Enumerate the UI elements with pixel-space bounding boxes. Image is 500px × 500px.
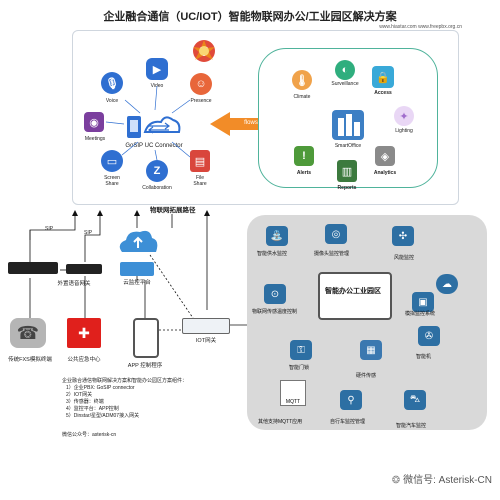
fxs-phone-label: 传统FXS模拟终端 [8,357,52,363]
car-icon: ⛍ [404,390,426,410]
cloud-monitor-icon [116,228,160,258]
reports-label: Reports [337,185,357,191]
page-title: 企业融合通信（UC/IOT）智能物联网办公/工业园区解决方案 [103,11,397,23]
gosip-label: GoSIP UC Connector [125,143,183,149]
presence-person-icon: ☺ [190,73,212,95]
video-camera-icon: ▶ [146,58,168,80]
cloud-icon: ☁ [436,274,458,294]
voice-label: Voice [105,98,119,104]
voice-gateway-label: 外置语音网关 [57,281,91,287]
hardware-sensor-icon: ▦ [360,340,382,360]
voice-gateway-icon [66,264,102,274]
mobile-app-icon [133,318,159,358]
access-label: Access [374,90,392,96]
wechat-watermark: ❂ 微信号: Asterisk-CN [392,471,492,486]
climate-label: Climate [293,94,311,100]
camera-icon: ◐ [335,60,355,80]
sensor-icon: ⊙ [264,284,286,304]
park-item-car: 智能汽车监控 [396,423,427,429]
website-url: www.hiastar.com www.freepbx.org.cn [379,24,462,30]
app-control-label: APP 控制程序 [127,363,163,369]
note-line: 2）IOT网关 [66,392,93,398]
park-item-hardware: 硬件传感 [356,373,377,379]
lighting-label: Lighting [395,128,413,134]
monitor-icon: ▭ [101,150,123,172]
emergency-label: 公共应急中心 [67,357,101,363]
smart-machine-icon: ✇ [418,326,440,346]
meeting-icon: ◉ [84,112,104,132]
park-item-mqtt: 其他支持MQTT应用 [258,419,303,425]
pbx-device-icon [8,262,58,274]
mqtt-icon: MQTT [280,380,306,406]
sip-label-1: SIP [45,226,54,232]
thermometer-icon: 🌡 [292,70,312,90]
cloud-platform-label: 云监控平台 [123,280,151,286]
wind-turbine-icon: ✣ [392,226,414,246]
gosip-logo-icon [127,116,181,138]
iot-gateway-icon [182,318,230,334]
emergency-center-icon: ✚ [67,318,101,348]
smartoffice-icon [330,108,366,142]
meetings-label: Meetings [84,136,106,142]
solution-notes: 企业融合通信物联网解决方案和智能办公园区方案组件： 1）企业PBX: GoSIP… [62,378,187,420]
surveillance-label: Surveillance [331,81,359,87]
expansion-path-label: 物联网拓展路径 [150,207,196,214]
watermark-text: 微信号: Asterisk-CN [403,475,492,486]
gosip-connector [125,112,183,142]
park-center-label: 智能办公工业园区 [325,288,381,295]
presence-label: Presence [190,98,212,104]
camera-icon: ◎ [325,224,347,244]
cloud-devices-icon [120,262,154,276]
note-line: 4）监控平台：APP控制 [66,406,119,412]
bulb-icon: ✦ [394,106,414,126]
sip-label-2: SIP [84,230,93,236]
microphone-icon: 🎙 [101,72,123,94]
collaboration-icon: Z [146,160,168,182]
phone-icon: ☎ [10,318,46,348]
bicycle-icon: ⚲ [340,390,362,410]
note-line: 3）传感器：终端 [66,399,104,405]
door-lock-icon: ⚿ [290,340,312,360]
wechat-icon: ❂ [391,475,404,486]
monitor-system-icon: ▣ [412,292,434,312]
note-line: 5）Dinstar/星型/ADM07接入网关 [66,413,140,419]
park-item-camera: 摄像头监控管理 [314,251,350,257]
park-item-door-lock: 智能门锁 [289,365,310,371]
iot-gateway-label: IOT网关 [195,338,217,344]
alerts-label: Alerts [296,170,312,176]
water-tap-icon: ⛲ [266,226,288,246]
smartoffice-label: SmartOffice [334,143,362,149]
report-icon: ▥ [337,160,357,182]
wechat-account-note: 微信公众号：asterisk-cn [62,432,117,438]
park-center-chip-icon [318,272,392,320]
file-share-icon: ▤ [190,150,210,172]
analytics-icon: ◈ [375,146,395,166]
alert-icon: ! [294,146,314,166]
flows-label: flows [244,120,258,126]
note-line: 1）企业PBX: GoSIP connector [66,385,135,391]
park-item-wind: 风能监控 [394,255,415,261]
park-item-smart-machine: 智能机 [416,354,432,360]
park-item-monitor-system: 模拟监控系统 [405,311,436,317]
collaboration-label: Collaboration [142,185,172,191]
park-item-bicycle: 自行车监控管理 [330,419,366,425]
analytics-label: Analytics [373,170,397,176]
note-line: 企业融合通信物联网解决方案和智能办公园区方案组件： [62,378,188,384]
park-item-water: 智能供水监控 [257,251,288,257]
gosip-star-icon [191,38,217,64]
park-item-sensor: 物联网传感温度控制 [252,309,298,315]
lock-icon: 🔒 [372,66,394,88]
